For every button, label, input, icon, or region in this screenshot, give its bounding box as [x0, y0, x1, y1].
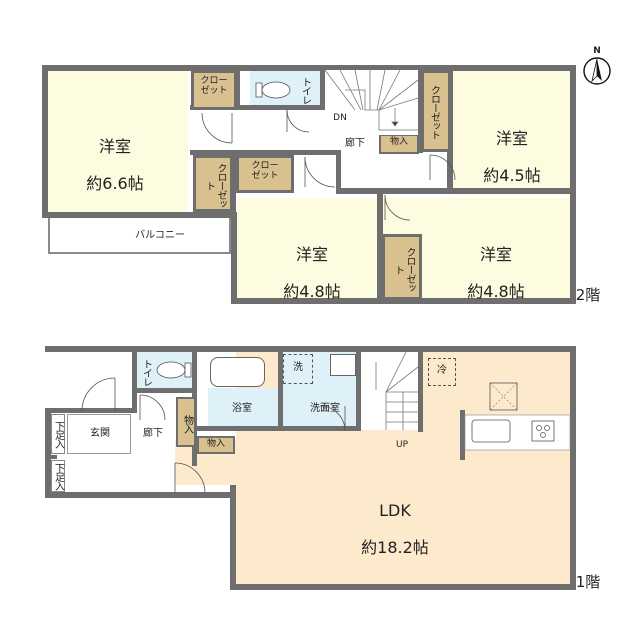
room-name: 洋室 [98, 137, 131, 157]
western-room-4-5 [453, 70, 570, 195]
closet-5 [382, 234, 422, 300]
closet-1-label: クロー ゼット [200, 76, 228, 97]
western-room-4-8a [237, 198, 377, 298]
storage-2f-label: 物入 [389, 137, 408, 147]
fridge-label: 冷 [437, 365, 447, 376]
stairs-up-label: UP [395, 440, 408, 450]
compass-north-label: N [593, 46, 601, 56]
washroom-label: 洗面室 [310, 403, 340, 414]
washer-space [283, 354, 313, 384]
balcony-label: バルコニー [135, 230, 185, 241]
toilet-icon [255, 81, 291, 99]
floor-1-label: 1階 [575, 573, 601, 591]
shoebox-1-label: 下足入 [52, 420, 64, 448]
bathroom-label: 浴室 [232, 403, 252, 414]
room-name: 洋室 [479, 245, 512, 265]
kitchen-counter-icon [460, 382, 571, 460]
room-size: 約4.8帖 [467, 282, 525, 302]
closet-3 [236, 155, 294, 193]
door-swings-2f [201, 109, 456, 221]
entrance [67, 414, 131, 454]
stairs-1f-icon [361, 351, 419, 430]
storage-1f-b [197, 436, 235, 454]
western-room-4-5-label: 洋室 約4.5帖 [462, 112, 562, 204]
floor-2-label: 2階 [575, 286, 601, 304]
bathroom [208, 388, 280, 426]
western-room-4-8a-label: 洋室 約4.8帖 [262, 228, 362, 320]
toilet-2f-label: トイレ [299, 76, 311, 104]
sink [330, 354, 356, 376]
closet-5-label: クローゼット [392, 246, 416, 292]
balcony [48, 218, 231, 254]
closet-2-label: クローゼット [203, 162, 227, 208]
room-size: 約4.5帖 [483, 166, 541, 186]
shoebox-1 [51, 414, 65, 454]
western-room-6-6 [48, 70, 188, 212]
toilet-1f-icon [156, 361, 192, 379]
fridge-space [428, 358, 456, 386]
washer-label: 洗 [293, 362, 303, 373]
stairs-2f-icon [324, 69, 419, 135]
western-room-4-8b-label: 洋室 約4.8帖 [446, 228, 546, 320]
room-name: LDK [379, 501, 411, 521]
compass: N [582, 46, 612, 86]
bathtub [210, 357, 265, 387]
room-size: 約6.6帖 [86, 174, 144, 194]
western-room-6-6-label: 洋室 約6.6帖 [60, 120, 170, 212]
shoebox-2-label: 下足入 [52, 462, 64, 490]
closet-3-label: クロー ゼット [251, 161, 279, 182]
shoebox-2 [51, 460, 65, 492]
toilet-1f-label: トイレ [140, 358, 152, 386]
room-name: 洋室 [495, 129, 528, 149]
closet-1 [191, 70, 237, 110]
room-size: 約4.8帖 [283, 282, 341, 302]
closet-4 [421, 70, 451, 152]
closet-2 [193, 155, 233, 212]
hallway-1f-label: 廊下 [143, 428, 163, 439]
hallway-2f-label: 廊下 [345, 138, 365, 149]
entrance-label: 玄関 [90, 428, 110, 439]
storage-1f-a [176, 397, 196, 447]
closet-4-label: クローゼット [428, 85, 440, 139]
north-arrow-icon [583, 57, 611, 85]
stairs-down-label: DN [333, 113, 347, 123]
room-name: 洋室 [295, 245, 328, 265]
room-size: 約18.2帖 [361, 538, 429, 558]
storage-1f-b-label: 物入 [206, 439, 225, 449]
ldk-label: LDK 約18.2帖 [340, 484, 450, 576]
storage-1f-a-label: 物入 [181, 415, 193, 433]
